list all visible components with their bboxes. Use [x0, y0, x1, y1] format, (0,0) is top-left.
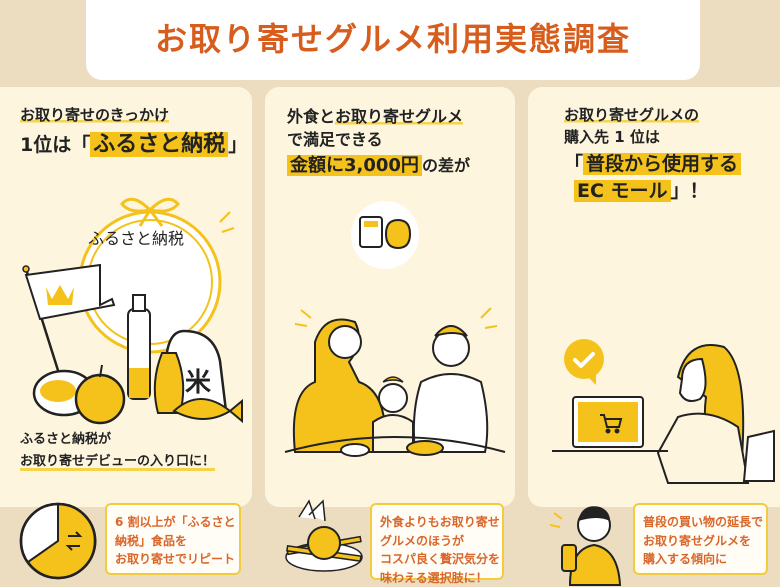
headline-underlined: お取り寄せグルメ [335, 107, 464, 126]
family-dining-illustration [284, 307, 506, 457]
panel-furusato-nozei: お取り寄せのきっかけ 1位は「ふるさと納税」 ふるさと納税 米 [0, 87, 252, 580]
headline-prefix: 「 [564, 152, 584, 175]
callout-line: コスパ良く贅沢気分を [380, 552, 501, 567]
callout-line: 普段の買い物の延長で [643, 515, 764, 529]
headline-line: お取り寄せグルメの [564, 106, 700, 124]
checkmark-bubble-icon [564, 339, 604, 385]
furusato-gift-illustration [78, 197, 235, 354]
panel-1-subcaption: ふるさと納税が お取り寄せデビューの入り口に！ [20, 429, 216, 474]
man-smartphone-icon [549, 506, 622, 586]
crown-flag-icon [22, 263, 116, 384]
calculator-purse-icon [351, 201, 419, 269]
headline-suffix: 」 [228, 133, 248, 156]
regional-food-icon: 米 [32, 294, 243, 425]
callout-line: グルメのほうが [380, 533, 465, 548]
headline-prefix: 外食と [287, 107, 336, 126]
rice-kanji: 米 [185, 368, 211, 398]
headline-prefix: 1位は「 [20, 133, 91, 156]
callout-line: お取り寄せグルメを [643, 533, 752, 548]
panel-ec-mall: お取り寄せグルメの 購入先 1 位は 「普段から使用する EC モール」！ [528, 87, 780, 586]
panel-3-headline: お取り寄せグルメの 購入先 1 位は 「普段から使用する EC モール」！ [564, 105, 742, 206]
headline-highlight: 普段から使用する [583, 152, 742, 175]
headline-highlight: EC モール [574, 180, 671, 203]
subcaption-line: ふるさと納税が [20, 432, 112, 447]
page-title: お取り寄せグルメ利用実態調査 [154, 20, 631, 58]
panel-2-callout: 外食よりもお取り寄せ グルメのほうが コスパ良く贅沢気分を 味わえる選択肢に！ [370, 503, 504, 585]
callout-line: 外食よりもお取り寄せ [380, 515, 500, 529]
callout-line: お取り寄せでリピート [115, 552, 236, 567]
shopping-cart-icon [600, 414, 623, 434]
panel-2-headline: 外食とお取り寄せグルメ で満足できる 金額に3,000円の差が [287, 105, 470, 179]
crab-icon [285, 499, 363, 572]
subcaption-line: お取り寄せデビューの入り口に！ [20, 451, 216, 474]
repeat-rate-pie-chart [19, 502, 97, 580]
title-banner: お取り寄せグルメ利用実態調査 [86, 0, 700, 80]
callout-line: 味わえる選択肢に！ [380, 570, 488, 585]
panel-1-callout: 6 割以上が「ふるさと 納税」食品を お取り寄せでリピート [105, 503, 241, 575]
woman-laptop-shopping-illustration [552, 344, 775, 484]
headline-highlight: ふるさと納税 [90, 131, 229, 157]
headline-line: お取り寄せのきっかけ [20, 106, 169, 124]
panel-3-callout: 普段の買い物の延長で お取り寄せグルメを 購入する傾向に [633, 503, 768, 575]
panel-1-headline: お取り寄せのきっかけ 1位は「ふるさと納税」 [20, 105, 247, 161]
callout-line: 購入する傾向に [643, 552, 728, 567]
headline-suffix: 」！ [670, 180, 709, 203]
headline-line: で満足できる [287, 130, 383, 150]
headline-suffix: の差が [421, 156, 470, 176]
callout-line: 納税」食品を [115, 533, 188, 548]
headline-line: 購入先 1 位は [564, 127, 660, 146]
panel-eating-out-vs-delivery: 外食とお取り寄せグルメ で満足できる 金額に3,000円の差が [265, 87, 515, 585]
callout-line: 6 割以上が「ふるさと [115, 515, 236, 529]
headline-highlight: 金額に3,000円 [287, 155, 422, 177]
illustration-label: ふるさと納税 [88, 229, 185, 248]
